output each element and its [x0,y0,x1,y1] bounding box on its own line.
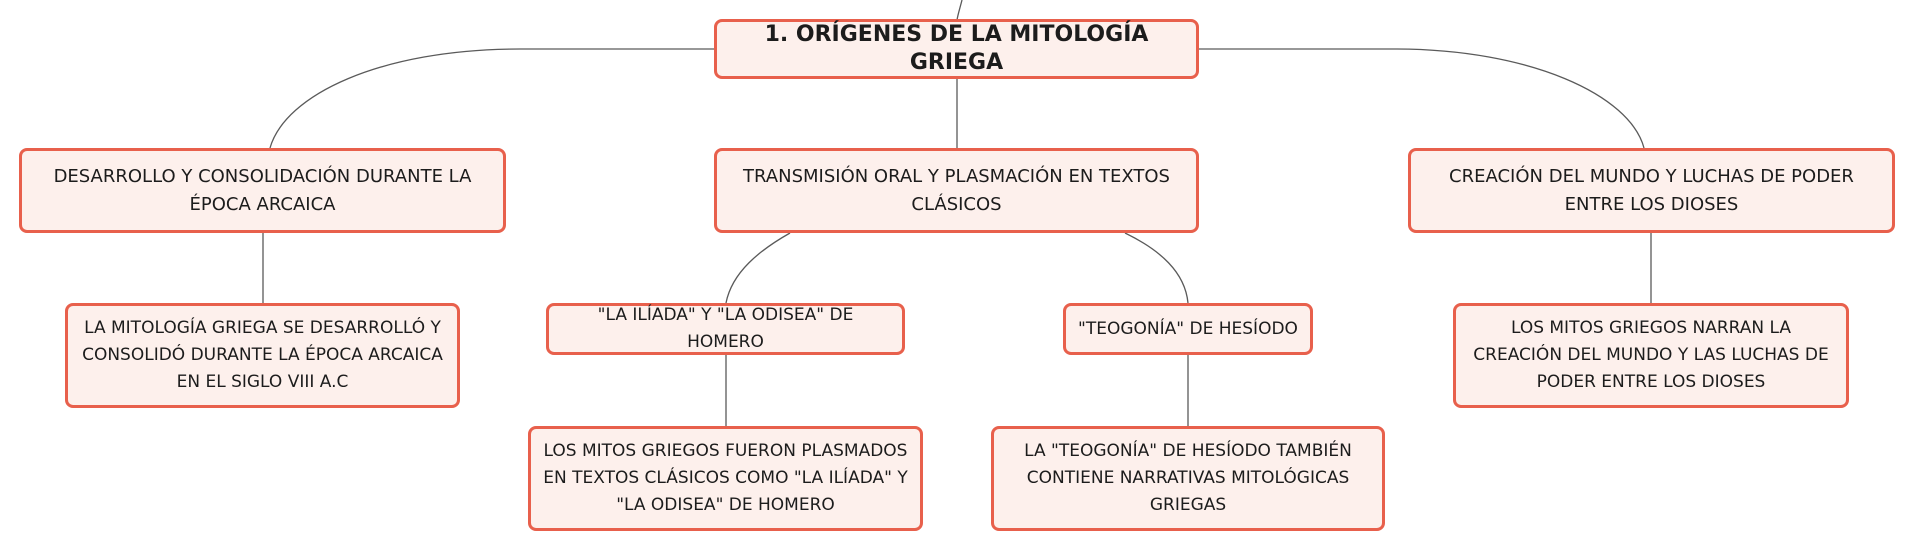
connector-parent-stub [956,0,963,21]
topic-node-archaic-period[interactable]: DESARROLLO Y CONSOLIDACIÓN DURANTE LA ÉP… [19,148,506,233]
topic-node-label: TRANSMISIÓN ORAL Y PLASMACIÓN EN TEXTOS … [743,165,1170,215]
topic-node-world-creation[interactable]: CREACIÓN DEL MUNDO Y LUCHAS DE PODER ENT… [1408,148,1895,233]
topic-node-label: CREACIÓN DEL MUNDO Y LUCHAS DE PODER ENT… [1449,165,1854,215]
detail-node-label: LOS MITOS GRIEGOS NARRAN LA CREACIÓN DEL… [1473,318,1829,392]
topic-node-oral-transmission[interactable]: TRANSMISIÓN ORAL Y PLASMACIÓN EN TEXTOS … [714,148,1199,233]
topic-node-label: DESARROLLO Y CONSOLIDACIÓN DURANTE LA ÉP… [53,165,472,215]
detail-node-theogony[interactable]: LA "TEOGONÍA" DE HESÍODO TAMBIÉN CONTIEN… [991,426,1385,531]
detail-node-label: LA "TEOGONÍA" DE HESÍODO TAMBIÉN CONTIEN… [1024,441,1352,515]
subtopic-node-theogony[interactable]: "TEOGONÍA" DE HESÍODO [1063,303,1313,355]
connector-root-topic-3 [1199,48,1645,149]
connector-topic-2-theogony [1124,232,1189,304]
detail-node-world-creation[interactable]: LOS MITOS GRIEGOS NARRAN LA CREACIÓN DEL… [1453,303,1849,408]
subtopic-node-label: "LA ILÍADA" Y "LA ODISEA" DE HOMERO [597,305,854,352]
subtopic-node-label: "TEOGONÍA" DE HESÍODO [1078,318,1298,339]
detail-node-label: LA MITOLOGÍA GRIEGA SE DESARROLLÓ Y CONS… [82,318,443,392]
detail-node-iliad-odyssey[interactable]: LOS MITOS GRIEGOS FUERON PLASMADOS EN TE… [528,426,923,531]
root-node[interactable]: 1. ORÍGENES DE LA MITOLOGÍA GRIEGA [714,19,1199,79]
root-node-label: 1. ORÍGENES DE LA MITOLOGÍA GRIEGA [764,22,1149,75]
connector-topic-2-iliad [725,232,791,304]
subtopic-node-iliad-odyssey[interactable]: "LA ILÍADA" Y "LA ODISEA" DE HOMERO [546,303,905,355]
detail-node-archaic-period[interactable]: LA MITOLOGÍA GRIEGA SE DESARROLLÓ Y CONS… [65,303,460,408]
detail-node-label: LOS MITOS GRIEGOS FUERON PLASMADOS EN TE… [543,441,908,515]
connector-root-topic-1 [269,48,714,149]
